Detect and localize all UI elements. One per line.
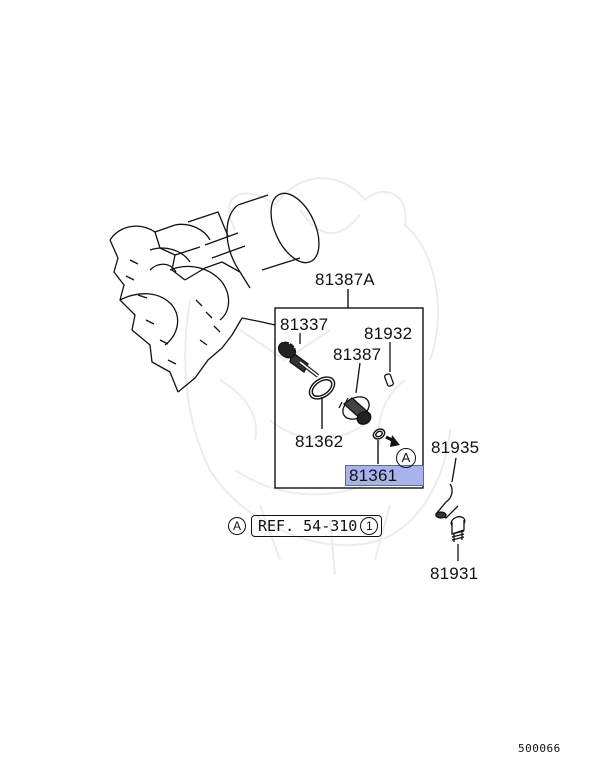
small-o-ring-callout: 81361 <box>345 465 424 486</box>
watermark-emblem <box>184 177 451 576</box>
reference-number: 1 <box>360 517 379 535</box>
gear-housing <box>338 362 372 425</box>
large-o-ring <box>308 376 336 429</box>
driven-gear <box>277 333 320 378</box>
pin <box>384 342 394 387</box>
direction-arrow <box>385 435 400 447</box>
bolt-callout: 81931 <box>430 564 479 583</box>
arrow-marker: A <box>396 448 416 468</box>
pin-callout: 81932 <box>364 324 413 343</box>
transmission-case <box>109 192 320 393</box>
figure-code: 500066 <box>518 742 561 755</box>
gear-callout: 81337 <box>280 315 329 334</box>
clamp-and-bolt <box>434 457 466 561</box>
reference-note: A REF. 54-310 1 <box>228 514 383 538</box>
large-o-ring-callout: 81362 <box>295 432 344 451</box>
assembly-callout: 81387A <box>315 270 375 289</box>
reference-text: REF. 54-310 <box>258 517 358 535</box>
small-o-ring <box>372 428 386 464</box>
assembly-frame <box>241 289 424 489</box>
reference-marker: A <box>228 517 246 535</box>
housing-callout: 81387 <box>333 345 382 364</box>
reference-box: REF. 54-310 1 <box>251 515 383 537</box>
clamp-callout: 81935 <box>431 438 480 457</box>
